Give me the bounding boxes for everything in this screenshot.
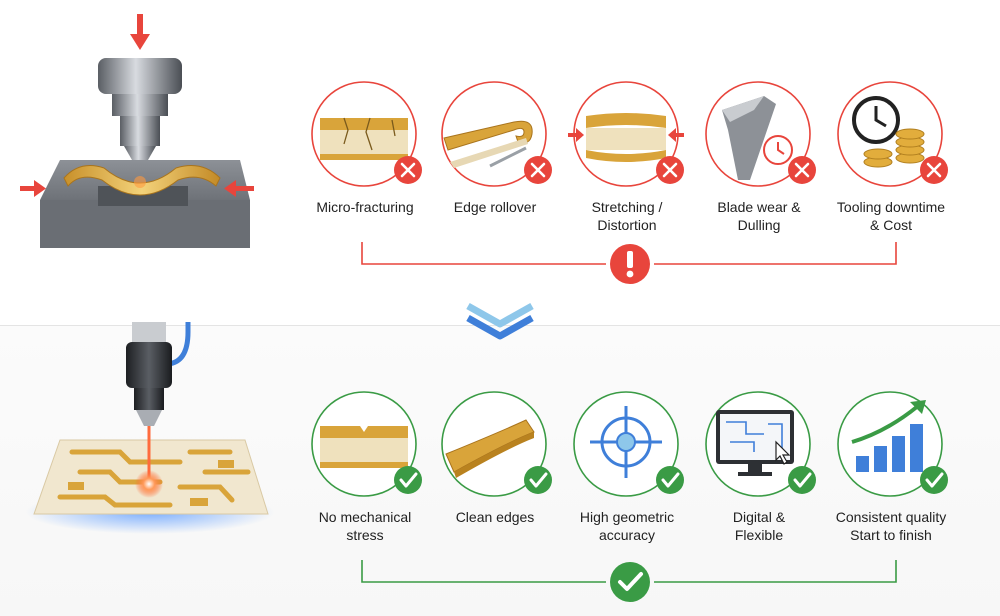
tooling-downtime-circle <box>837 81 948 187</box>
growth-chart-icon <box>851 400 926 472</box>
benefits-circles <box>311 391 948 497</box>
cracked-layer-icon <box>320 117 408 160</box>
problem-label-4: Blade wear & Dulling <box>717 199 801 233</box>
edge-rollover-circle <box>441 81 552 187</box>
clock-coins-icon <box>852 96 925 168</box>
success-check-icon <box>610 562 650 602</box>
micro-fracturing-circle <box>311 81 422 187</box>
no-mechanical-stress-circle <box>311 391 422 497</box>
crosshair-target-icon <box>590 406 662 478</box>
benefit-label-3: High geometric accuracy <box>579 509 675 543</box>
problem-label-5: Tooling downtime & Cost <box>836 199 946 233</box>
double-chevron-down-icon <box>466 302 534 340</box>
check-badge-icon <box>920 466 948 494</box>
clean-curved-edge-icon <box>445 419 535 478</box>
problem-label-2: Edge rollover <box>453 199 537 215</box>
warning-icon <box>610 244 650 284</box>
check-badge-icon <box>394 466 422 494</box>
problem-label-3: Stretching / Distortion <box>591 199 663 233</box>
benefit-label-4: Digital & Flexible <box>732 509 786 543</box>
stretched-layer-icon <box>568 113 684 162</box>
monitor-cursor-icon <box>716 410 794 476</box>
worn-blade-clock-icon <box>722 96 793 180</box>
problems-bracket <box>361 242 897 284</box>
benefit-label-2: Clean edges <box>455 509 535 525</box>
check-badge-icon <box>524 466 552 494</box>
curled-edge-icon <box>443 120 533 168</box>
problems-circles <box>311 81 948 187</box>
digital-flexible-circle <box>705 391 816 497</box>
check-badge-icon <box>656 466 684 494</box>
stretching-distortion-circle <box>568 81 684 187</box>
high-accuracy-circle <box>573 391 684 497</box>
benefit-label-1: No mechanical stress <box>318 509 412 543</box>
check-badge-icon <box>788 466 816 494</box>
mechanical-punch-illustration <box>20 14 254 248</box>
clean-edges-circle <box>441 391 552 497</box>
blade-wear-circle <box>705 81 816 187</box>
laser-cutting-illustration <box>25 322 275 534</box>
benefit-label-5: Consistent quality Start to finish <box>835 509 947 543</box>
consistent-quality-circle <box>837 391 948 497</box>
clean-layer-icon <box>320 426 408 468</box>
benefits-bracket <box>361 560 897 602</box>
problem-label-1: Micro-fracturing <box>316 199 414 215</box>
